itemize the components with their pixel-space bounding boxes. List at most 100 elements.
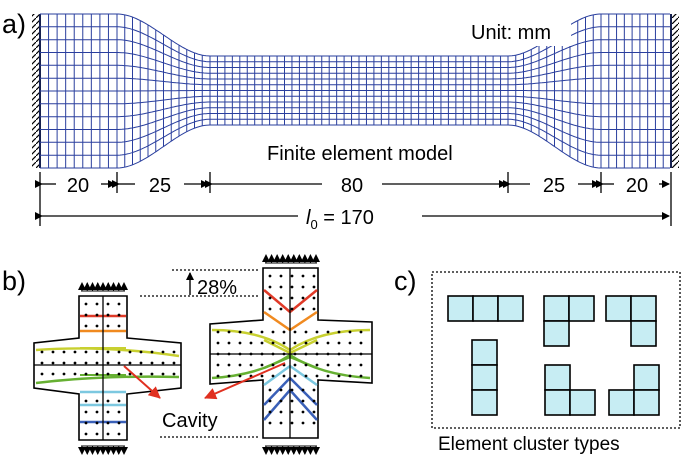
material-dot (260, 374, 264, 378)
cavity-arrow-left (123, 365, 161, 399)
finite-element-mesh (39, 13, 672, 169)
mesh-row-line (40, 64, 670, 80)
material-dot (227, 374, 231, 378)
mesh-row-line (40, 90, 670, 92)
material-dot (282, 330, 286, 334)
material-dot (51, 350, 55, 354)
material-dot (95, 361, 99, 365)
material-dot (84, 421, 88, 425)
material-dot (238, 330, 242, 334)
material-dot (337, 341, 341, 345)
material-dot (271, 330, 275, 334)
fe-model-caption: Finite element model (267, 143, 453, 165)
material-dot (268, 296, 272, 300)
material-dot (282, 374, 286, 378)
material-dot (161, 350, 165, 354)
material-dot (238, 363, 242, 367)
material-dot (326, 363, 330, 367)
material-dot (172, 372, 176, 376)
material-dot (315, 330, 319, 334)
material-dot (271, 363, 275, 367)
unit-label-bg (465, 18, 571, 46)
material-dot (128, 372, 132, 376)
cluster-types-frame (431, 271, 681, 429)
material-dot (128, 350, 132, 354)
panel-a: a) Unit: mm Finite element model (2, 9, 679, 232)
material-dot (51, 361, 55, 365)
strain-label: 28% (197, 277, 237, 299)
material-dot (301, 388, 305, 392)
dim-80: 80 (341, 175, 363, 197)
material-dot (293, 352, 297, 356)
material-dot (172, 350, 176, 354)
material-dot (117, 350, 121, 354)
material-dot (279, 296, 283, 300)
material-dot (301, 399, 305, 403)
total-length-subscript: 0 (310, 217, 317, 232)
material-dot (290, 399, 294, 403)
dim-20-left: 20 (67, 175, 89, 197)
material-dot (260, 352, 264, 356)
material-dot (84, 361, 88, 365)
cluster-cell (633, 364, 660, 391)
material-dot (128, 361, 132, 365)
material-dot (117, 372, 121, 376)
material-dot (260, 330, 264, 334)
mesh-row-line (40, 95, 670, 105)
material-dot (84, 350, 88, 354)
material-dot (304, 352, 308, 356)
material-dot (271, 374, 275, 378)
material-dot (139, 372, 143, 376)
material-dot (95, 313, 99, 317)
cluster-cell (472, 295, 499, 322)
material-dot (95, 399, 99, 403)
material-dot (290, 307, 294, 311)
undeformed-cross-outline (33, 295, 182, 441)
material-dot (359, 352, 363, 356)
material-dot (95, 421, 99, 425)
material-dot (301, 274, 305, 278)
deformed-dots (216, 274, 363, 425)
material-dot (117, 324, 121, 328)
material-dot (293, 330, 297, 334)
material-dot (312, 307, 316, 311)
material-dot (290, 421, 294, 425)
cluster-cell (630, 320, 657, 347)
material-dot (95, 432, 99, 436)
material-dot (315, 352, 319, 356)
material-dot (312, 399, 316, 403)
material-dot (359, 341, 363, 345)
material-dot (312, 410, 316, 414)
material-dot (139, 361, 143, 365)
cavity-label: Cavity (162, 410, 218, 432)
material-dot (304, 363, 308, 367)
cluster-cell (630, 295, 657, 322)
material-dot (290, 274, 294, 278)
material-dot (279, 274, 283, 278)
material-dot (73, 350, 77, 354)
material-dot (348, 374, 352, 378)
material-dot (40, 361, 44, 365)
material-dot (315, 374, 319, 378)
material-dot (117, 399, 121, 403)
cluster-cell (633, 389, 660, 416)
cluster-cell (543, 295, 570, 322)
material-dot (106, 372, 110, 376)
material-dot (304, 341, 308, 345)
material-dot (326, 341, 330, 345)
material-dot (227, 363, 231, 367)
material-dot (106, 302, 110, 306)
material-dot (106, 421, 110, 425)
unit-label: Unit: mm (471, 22, 551, 44)
material-dot (117, 302, 121, 306)
material-dot (117, 410, 121, 414)
cluster-cell (569, 389, 596, 416)
material-dot (271, 341, 275, 345)
material-dot (216, 352, 220, 356)
material-dot (279, 307, 283, 311)
material-dot (238, 352, 242, 356)
material-dot (301, 296, 305, 300)
material-dot (348, 352, 352, 356)
material-dot (161, 361, 165, 365)
material-dot (282, 341, 286, 345)
